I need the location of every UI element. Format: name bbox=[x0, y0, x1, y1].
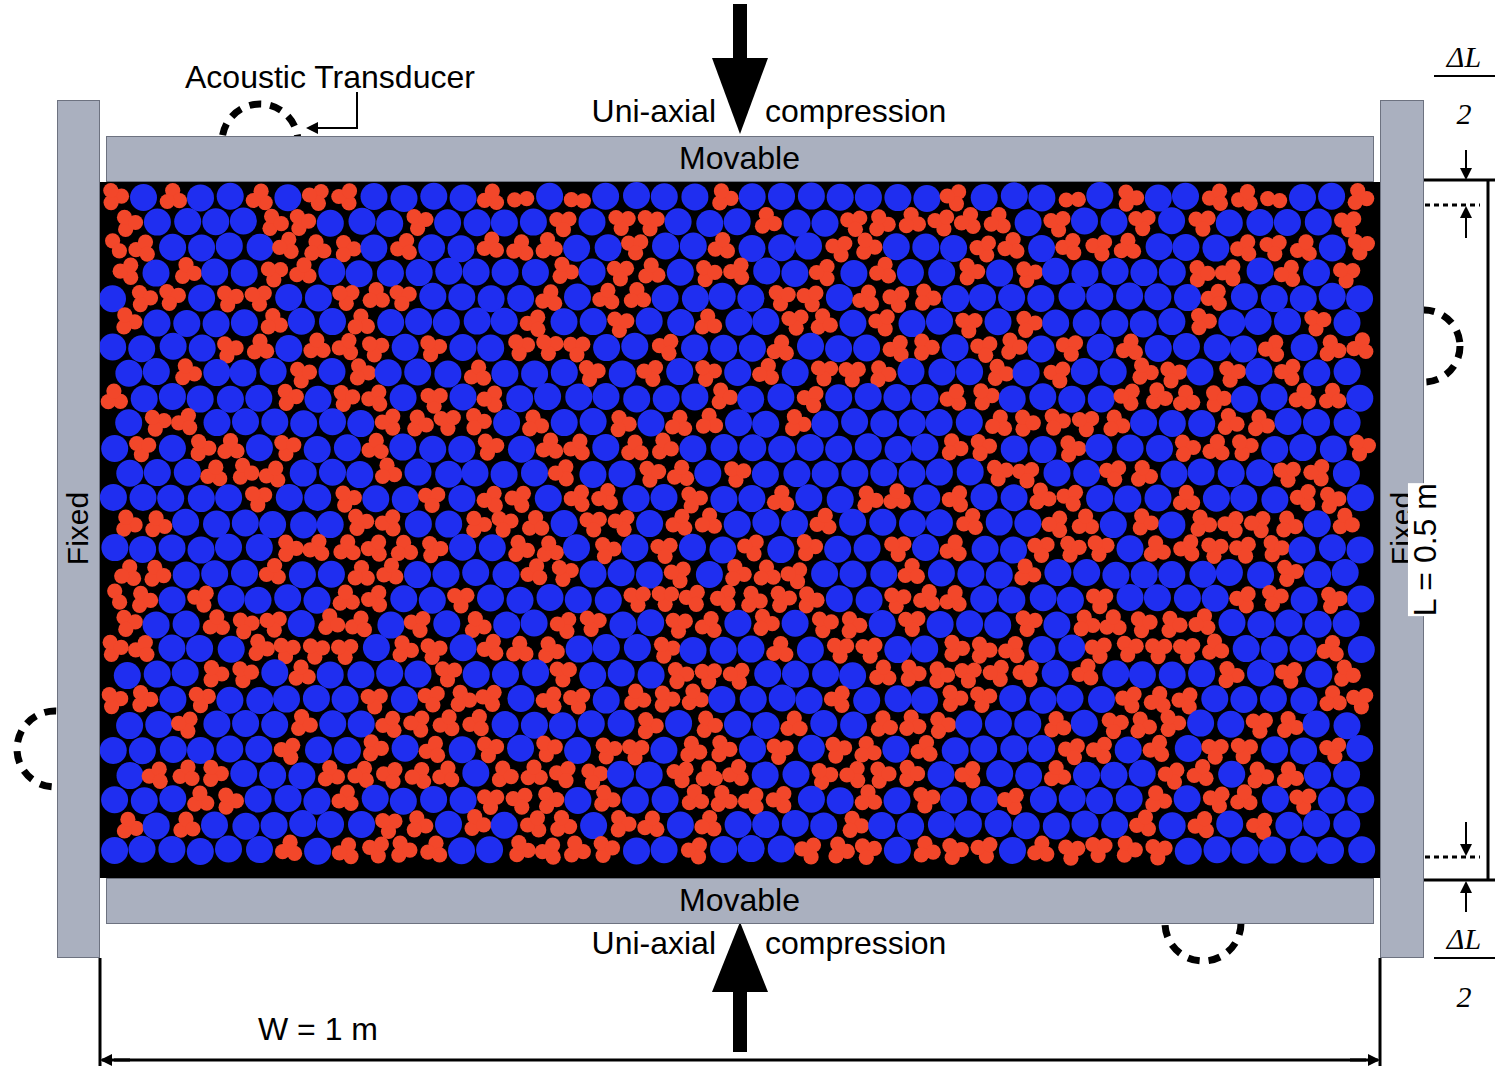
movable-plate: Movable bbox=[106, 136, 1374, 182]
fixed-wall: Fixed bbox=[57, 100, 100, 958]
dimension: 2 bbox=[1457, 980, 1472, 1013]
dimension: W = 1 m bbox=[258, 1012, 378, 1047]
plate-label: Fixed bbox=[62, 492, 95, 565]
dimension: ΔL bbox=[1447, 922, 1481, 955]
load-label: compression bbox=[765, 94, 946, 129]
dimension: 2 bbox=[1457, 97, 1472, 130]
callout-label: Acoustic Transducer bbox=[185, 60, 475, 95]
granular-packing bbox=[100, 182, 1380, 878]
plate-label: Movable bbox=[679, 141, 800, 176]
load-label: compression bbox=[765, 926, 946, 961]
load-label: Uni-axial bbox=[592, 94, 716, 129]
dimension: ΔL bbox=[1447, 40, 1481, 73]
load-label: Uni-axial bbox=[592, 926, 716, 961]
movable-plate: Movable bbox=[106, 878, 1374, 924]
plate-label: Movable bbox=[679, 883, 800, 918]
dimension: L = 0.5 m bbox=[1408, 483, 1443, 616]
